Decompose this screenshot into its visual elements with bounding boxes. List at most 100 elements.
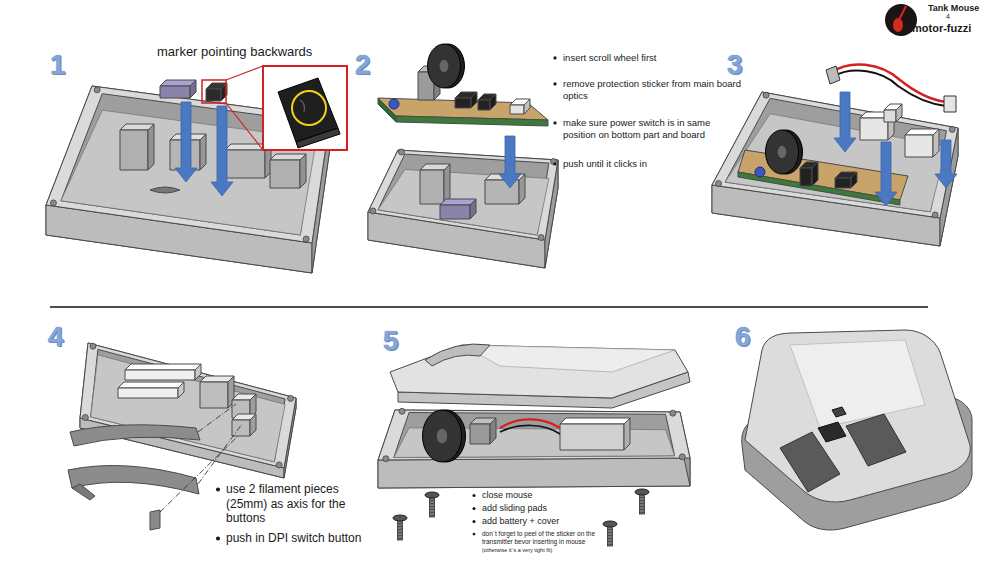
connector (510, 105, 524, 114)
assembly-arrow (211, 106, 233, 196)
divider-line (50, 306, 928, 308)
battery (560, 424, 624, 450)
battery (560, 418, 630, 424)
step-number: 3 (727, 51, 743, 79)
screw-hole (288, 395, 294, 401)
shell-slot (519, 174, 525, 204)
wire-connector (884, 110, 896, 122)
bullet-dot (473, 533, 476, 536)
bottom-shell-wall (378, 154, 549, 235)
screw-hole (276, 462, 282, 468)
scroll-wheel-hub (440, 60, 449, 72)
screw-hole (538, 235, 544, 241)
top-cover-facet (462, 345, 675, 372)
screw-thread (639, 509, 645, 510)
instruction-note: remove protection sticker from main boar… (563, 78, 741, 101)
bullet-dot (553, 121, 556, 124)
top-shell-skirt (80, 343, 296, 478)
chip (800, 168, 812, 186)
step-3-illustration (712, 64, 958, 246)
screw-thread (639, 506, 645, 507)
bullet-list (216, 56, 557, 540)
screw-thread (639, 497, 645, 498)
screw-hole (398, 149, 404, 155)
chip (471, 92, 477, 108)
screw-hole (949, 126, 955, 132)
screw-hole (50, 200, 56, 206)
blue-component (755, 167, 765, 177)
shell-slot (200, 134, 206, 170)
screw-thread (639, 503, 645, 504)
instruction-note: use 2 filament pieces (25mm) as axis for… (226, 482, 366, 526)
screw-hole (383, 456, 389, 462)
button-ridge (425, 344, 490, 366)
button-slot (125, 370, 195, 380)
bullet-dot (553, 162, 556, 165)
screw-thread (429, 506, 435, 507)
instruction-note: add battery + cover (482, 516, 612, 527)
button-slot (195, 364, 201, 380)
detail-inset (263, 66, 347, 150)
bullet-dot (553, 56, 556, 59)
screw-thread (607, 535, 613, 536)
instruction-note: (otherwise it´s a very tight fit) (482, 547, 622, 554)
screw-thread (639, 500, 645, 501)
direction-marker (300, 100, 305, 112)
screw-head (425, 492, 439, 498)
bullet-dot (216, 487, 220, 491)
screw-hole (303, 236, 309, 242)
chip (455, 98, 471, 108)
step-1-illustration (46, 66, 347, 273)
logo-guitar-neck (899, 6, 906, 20)
instruction-note: push until it clicks in (563, 158, 741, 170)
logo-guitar-body (893, 18, 903, 32)
assembly-arrow (834, 92, 856, 152)
shell-post (444, 164, 450, 204)
chip (490, 94, 496, 110)
instruction-note: marker pointing backwards (157, 44, 367, 60)
screw-hole (716, 181, 722, 187)
chip (835, 178, 851, 188)
pivot-block (250, 414, 256, 436)
chip (478, 100, 490, 110)
screw-thread (397, 535, 403, 536)
screw-thread (607, 538, 613, 539)
blue-component (389, 99, 399, 109)
step-number: 2 (355, 51, 371, 79)
dpi-switch-button (832, 407, 846, 417)
shell-post (120, 130, 148, 170)
screw-head (603, 521, 617, 527)
shell-post (148, 124, 154, 170)
instruction-note: make sure power switch is in same positi… (563, 117, 741, 140)
screw-thread (397, 526, 403, 527)
screw-thread (607, 544, 613, 545)
assembly-arrow (175, 102, 197, 182)
button-slot (125, 364, 201, 370)
shell-slot (905, 135, 933, 157)
brand-name: motor-fuzzi (912, 22, 1000, 35)
assembly-arrow (875, 142, 897, 206)
mouse-top (745, 330, 970, 502)
screw-thread (429, 509, 435, 510)
top-shell-wall (91, 349, 285, 462)
assembly-arrow (499, 136, 521, 188)
dpi-switch-button (150, 510, 160, 530)
screw-thread (429, 503, 435, 504)
alignment-line (198, 424, 242, 484)
step-6-illustration (742, 330, 972, 530)
bottom-shell-floor (725, 114, 946, 212)
step-number: 5 (383, 327, 399, 355)
instruction-note: add sliding pads (482, 503, 612, 514)
top-shell-rim (80, 343, 296, 468)
chip (812, 162, 818, 186)
step-5-illustration (378, 344, 690, 546)
step-number: 4 (48, 323, 64, 351)
pivot-block (232, 420, 250, 436)
step-number: 1 (50, 51, 66, 79)
screw-thread (429, 515, 435, 516)
instruction-note: insert scroll wheel first (563, 52, 741, 64)
switch-part (470, 199, 476, 219)
